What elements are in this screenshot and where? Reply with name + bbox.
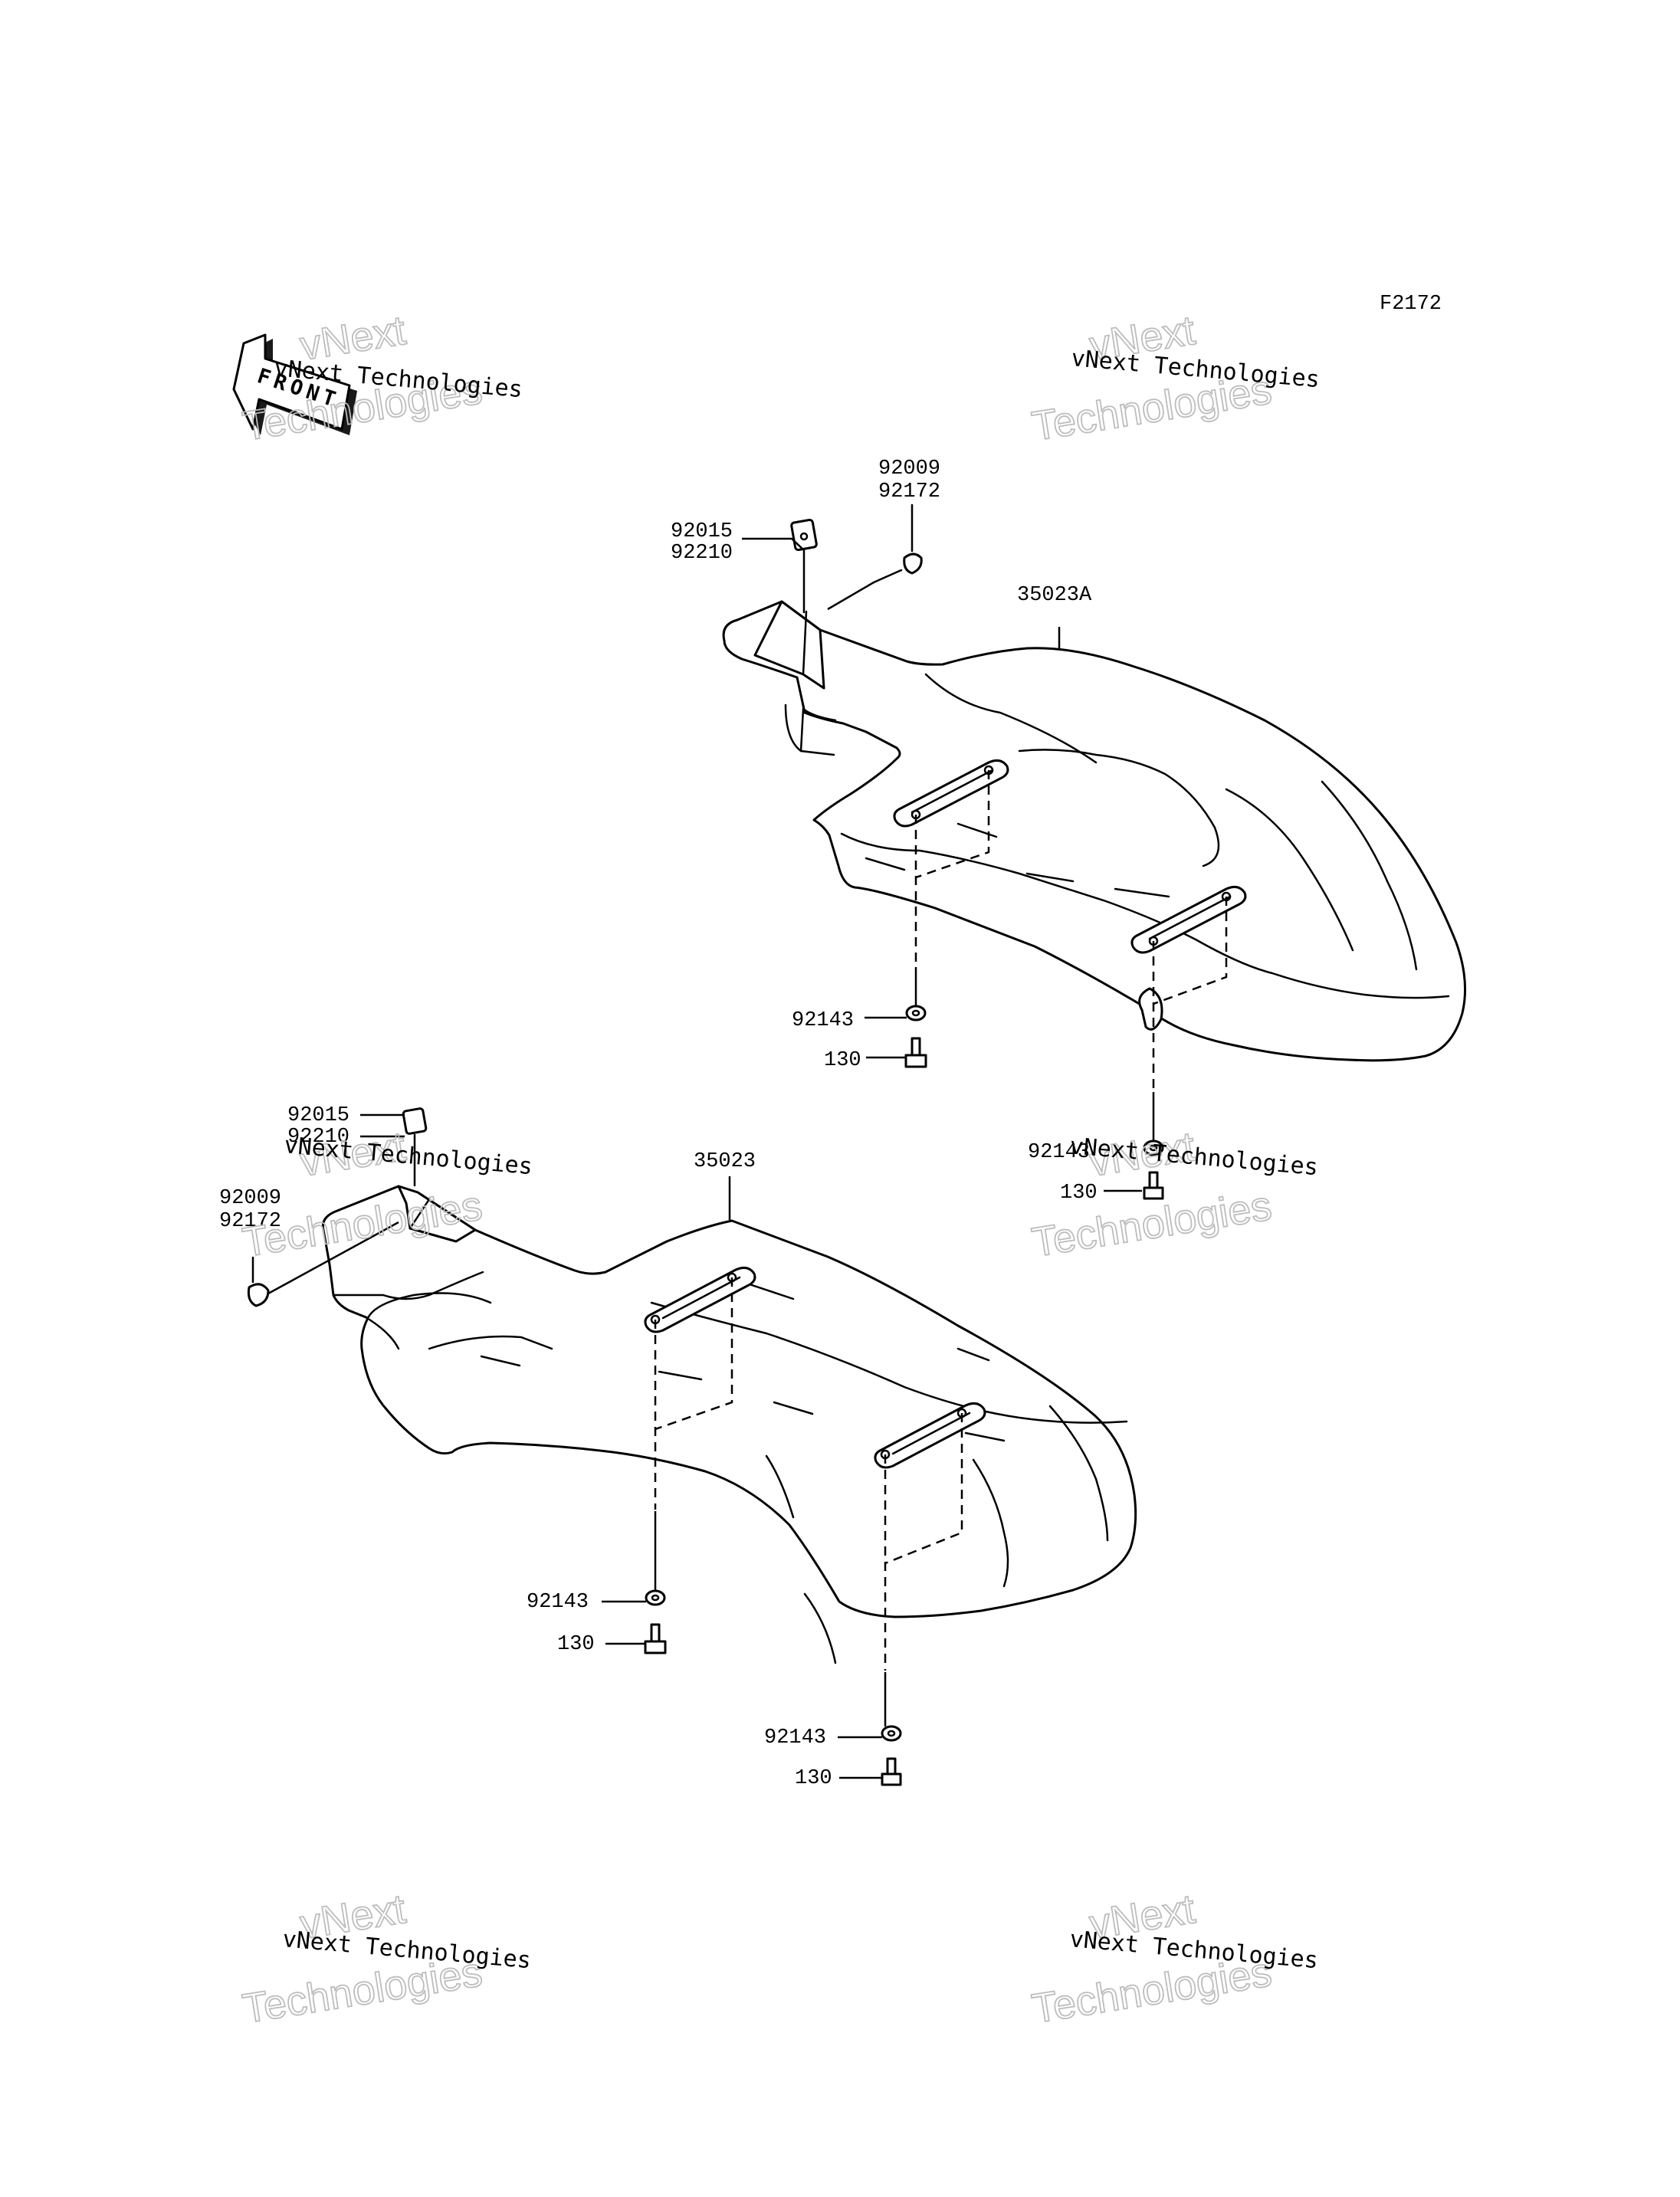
- lower-label-washer-1: 92143: [527, 1591, 589, 1614]
- lower-nut-92015: [402, 1107, 428, 1135]
- lower-label-screw-alt: 92172: [219, 1210, 281, 1233]
- upper-fender-35023A: [722, 600, 1467, 1092]
- upper-label-fender: 35023A: [1017, 584, 1092, 607]
- lower-bolt-130-a: [644, 1623, 667, 1654]
- lower-label-bolt-1: 130: [557, 1633, 595, 1656]
- lower-bolt-130-b: [881, 1757, 902, 1786]
- lower-label-nut: 92015: [287, 1104, 349, 1127]
- lower-label-fender: 35023: [694, 1150, 756, 1173]
- upper-label-nut-alt: 92210: [671, 542, 733, 565]
- lower-label-bolt-2: 130: [795, 1767, 832, 1790]
- upper-screw-92009: [872, 553, 923, 584]
- upper-washer-92143-a: [905, 1005, 927, 1021]
- upper-washer-92143-b: [1143, 1139, 1164, 1156]
- lower-label-nut-alt: 92210: [287, 1126, 349, 1149]
- upper-label-screw-alt: 92172: [878, 480, 940, 503]
- upper-bolt-130-a: [904, 1037, 927, 1068]
- lower-label-washer-2: 92143: [764, 1726, 826, 1749]
- lower-fender-35023: [321, 1185, 1137, 1671]
- upper-label-screw: 92009: [878, 457, 940, 480]
- lower-label-screw: 92009: [219, 1187, 281, 1210]
- upper-label-nut: 92015: [671, 520, 733, 543]
- lower-washer-92143-a: [645, 1589, 666, 1606]
- upper-bolt-130-b: [1143, 1171, 1164, 1200]
- upper-label-bolt-2: 130: [1060, 1182, 1098, 1205]
- upper-label-washer-1: 92143: [792, 1009, 854, 1032]
- figure-code: F2172: [1380, 293, 1442, 316]
- watermark-bottom-left: vNext Technologies vNext Technologies: [239, 1885, 533, 2033]
- upper-nut-92015: [790, 518, 818, 552]
- upper-label-washer-2: 92143: [1028, 1141, 1090, 1164]
- upper-label-bolt-1: 130: [824, 1049, 861, 1072]
- watermark-top-right: vNext Technologies vNext Technologies: [1029, 307, 1321, 451]
- lower-screw-92009: [247, 1283, 287, 1307]
- lower-washer-92143-b: [881, 1725, 902, 1742]
- watermark-bottom-right: vNext Technologies vNext Technologies: [1029, 1885, 1320, 2033]
- watermark-top-left: vNext Technologies vNext Technologies: [239, 307, 524, 451]
